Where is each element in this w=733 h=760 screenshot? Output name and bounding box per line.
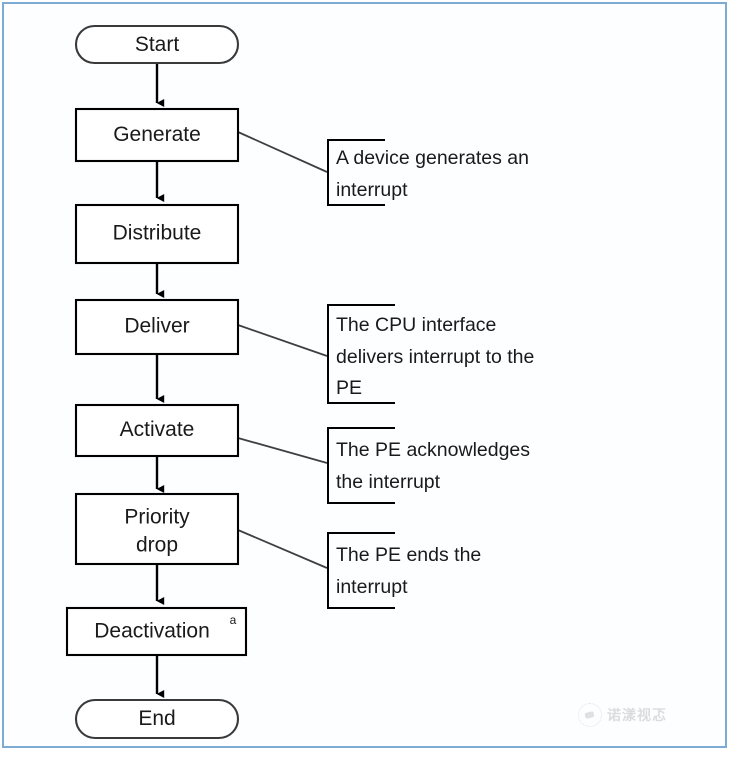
node-generate[interactable]: Generate <box>74 107 240 163</box>
node-deactivation-superscript: a <box>230 613 237 627</box>
callout-generate-line-1: A device generates an <box>336 147 529 169</box>
node-generate-label: Generate <box>113 123 201 146</box>
node-start-shape[interactable] <box>74 24 240 65</box>
leader-line-activate <box>237 437 328 464</box>
node-priority-drop-shape[interactable] <box>74 492 240 566</box>
callout-activate: The PE acknowledges the interrupt <box>327 427 530 504</box>
node-end[interactable]: End <box>74 698 240 740</box>
node-distribute[interactable]: Distribute <box>74 203 240 265</box>
callout-generate: A device generates an interrupt <box>327 139 529 206</box>
node-deactivation-label: Deactivation <box>94 620 210 643</box>
callout-deliver-line-1: The CPU interface <box>336 314 496 336</box>
node-deliver-shape[interactable] <box>74 298 240 356</box>
callout-activate-bracket <box>327 427 395 504</box>
node-activate-label: Activate <box>120 418 195 441</box>
callout-deliver-line-3: PE <box>336 377 362 399</box>
node-priority-drop-label-line2: drop <box>136 534 178 557</box>
node-deactivation[interactable]: Deactivation a <box>65 606 248 657</box>
callout-priority-line-2: interrupt <box>336 576 408 598</box>
node-start-label: Start <box>135 33 180 56</box>
callout-activate-line-2: the interrupt <box>336 471 441 493</box>
callout-priority: The PE ends the interrupt <box>327 532 481 609</box>
node-activate-shape[interactable] <box>74 403 240 458</box>
callout-leader-lines <box>237 131 328 569</box>
leader-line-priority <box>237 529 328 569</box>
node-distribute-shape[interactable] <box>74 203 240 265</box>
node-priority-drop-label-line1: Priority <box>124 506 190 529</box>
callout-deliver-line-2: delivers interrupt to the <box>336 346 534 368</box>
leader-line-deliver <box>237 324 328 357</box>
callout-deliver-bracket <box>327 304 395 404</box>
node-deliver-label: Deliver <box>124 315 189 338</box>
node-generate-shape[interactable] <box>74 107 240 163</box>
callout-generate-line-2: interrupt <box>336 179 408 201</box>
node-end-label: End <box>138 707 175 730</box>
callout-generate-bracket <box>327 139 385 206</box>
callout-activate-line-1: The PE acknowledges <box>336 439 530 461</box>
node-deliver[interactable]: Deliver <box>74 298 240 356</box>
node-end-shape[interactable] <box>74 698 240 740</box>
callout-deliver: The CPU interface delivers interrupt to … <box>327 304 534 404</box>
node-deactivation-shape[interactable] <box>65 606 248 657</box>
node-priority-drop[interactable]: Priority drop <box>74 492 240 566</box>
callout-priority-bracket <box>327 532 395 609</box>
node-start[interactable]: Start <box>74 24 240 65</box>
leader-line-generate <box>237 131 328 173</box>
node-activate[interactable]: Activate <box>74 403 240 458</box>
node-distribute-label: Distribute <box>113 222 202 245</box>
callout-priority-line-1: The PE ends the <box>336 544 481 566</box>
